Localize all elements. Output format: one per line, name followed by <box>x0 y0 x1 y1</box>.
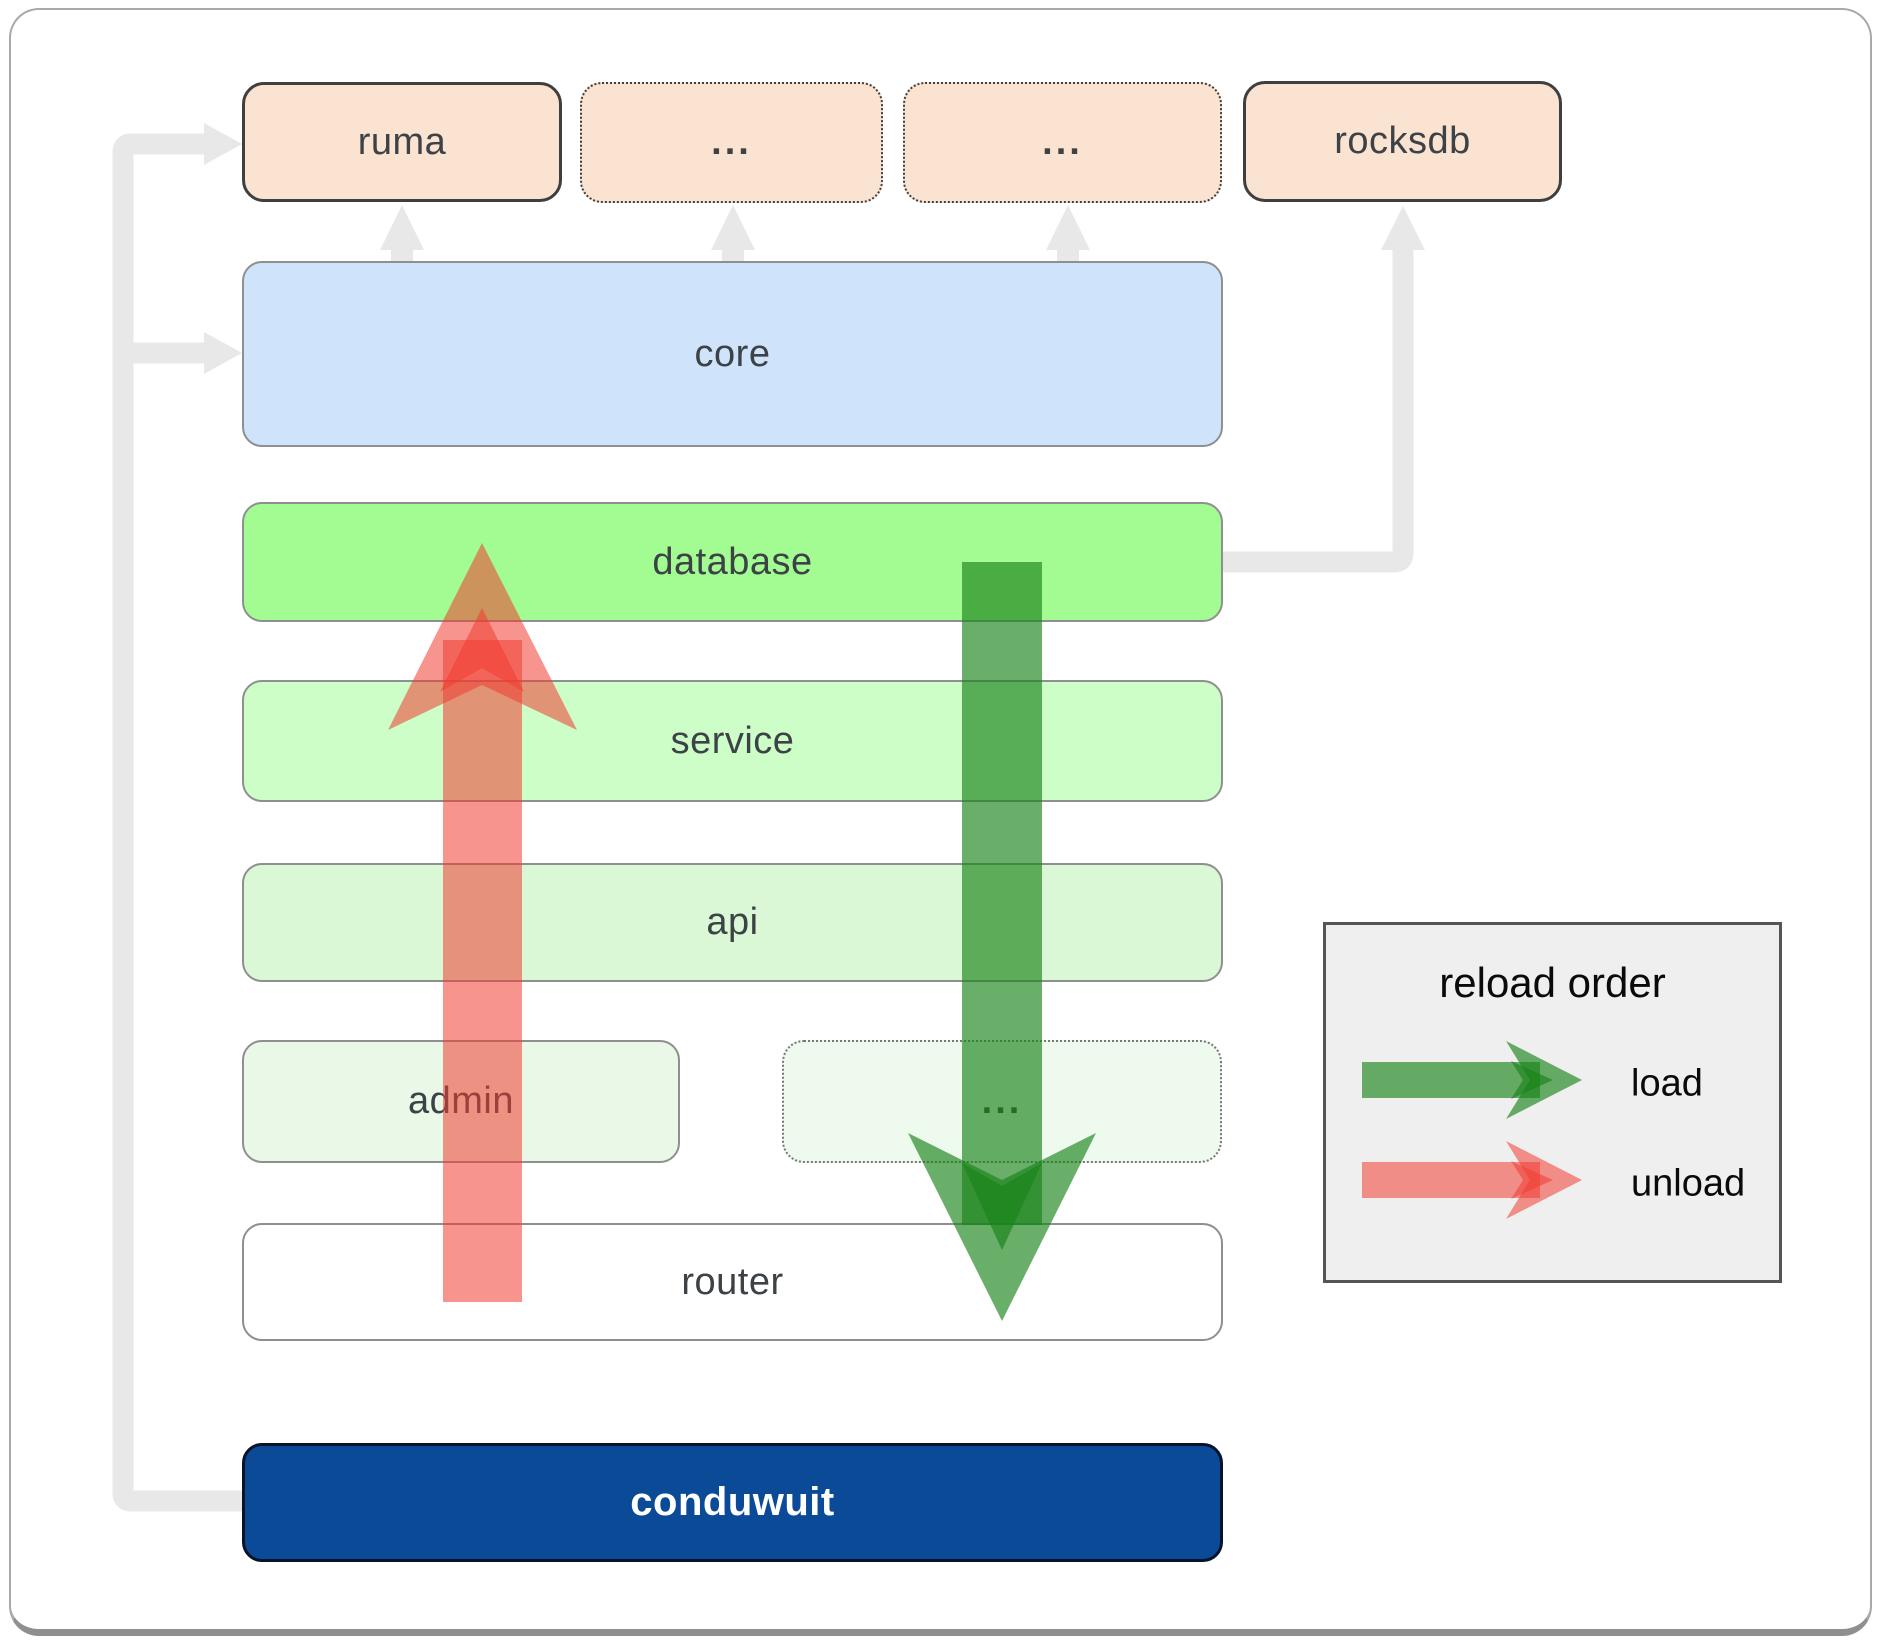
node-database: database <box>242 502 1223 622</box>
node-conduwuit: conduwuit <box>242 1443 1223 1562</box>
node-ellipsis-top-2-label: ... <box>1042 121 1083 163</box>
node-admin-label: admin <box>408 1080 514 1122</box>
legend-title: reload order <box>1439 959 1666 1006</box>
node-service: service <box>242 680 1223 802</box>
node-rocksdb-label: rocksdb <box>1334 120 1471 162</box>
legend-unload-label: unload <box>1631 1162 1746 1205</box>
node-router: router <box>242 1223 1223 1341</box>
node-api-label: api <box>706 901 759 943</box>
node-ellipsis-top-1-label: ... <box>711 121 752 163</box>
node-ruma-label: ruma <box>357 120 447 163</box>
node-admin: admin <box>242 1040 680 1163</box>
node-ellipsis-top-1: ... <box>580 82 883 203</box>
node-ellipsis-admin-label: ... <box>981 1080 1023 1122</box>
node-service-label: service <box>670 719 795 762</box>
legend-load-label: load <box>1631 1062 1703 1105</box>
outer-frame <box>9 8 1872 1636</box>
node-ellipsis-top-2: ... <box>903 82 1222 203</box>
node-api: api <box>242 863 1223 982</box>
node-router-label: router <box>681 1260 784 1303</box>
node-rocksdb: rocksdb <box>1243 81 1562 202</box>
node-ruma: ruma <box>242 82 562 202</box>
node-database-label: database <box>652 540 813 583</box>
node-core: core <box>242 261 1223 447</box>
legend-reload-order: reload order load unload <box>1323 922 1782 1283</box>
node-ellipsis-admin: ... <box>782 1040 1222 1163</box>
node-core-label: core <box>694 332 771 375</box>
node-conduwuit-label: conduwuit <box>630 1480 835 1524</box>
